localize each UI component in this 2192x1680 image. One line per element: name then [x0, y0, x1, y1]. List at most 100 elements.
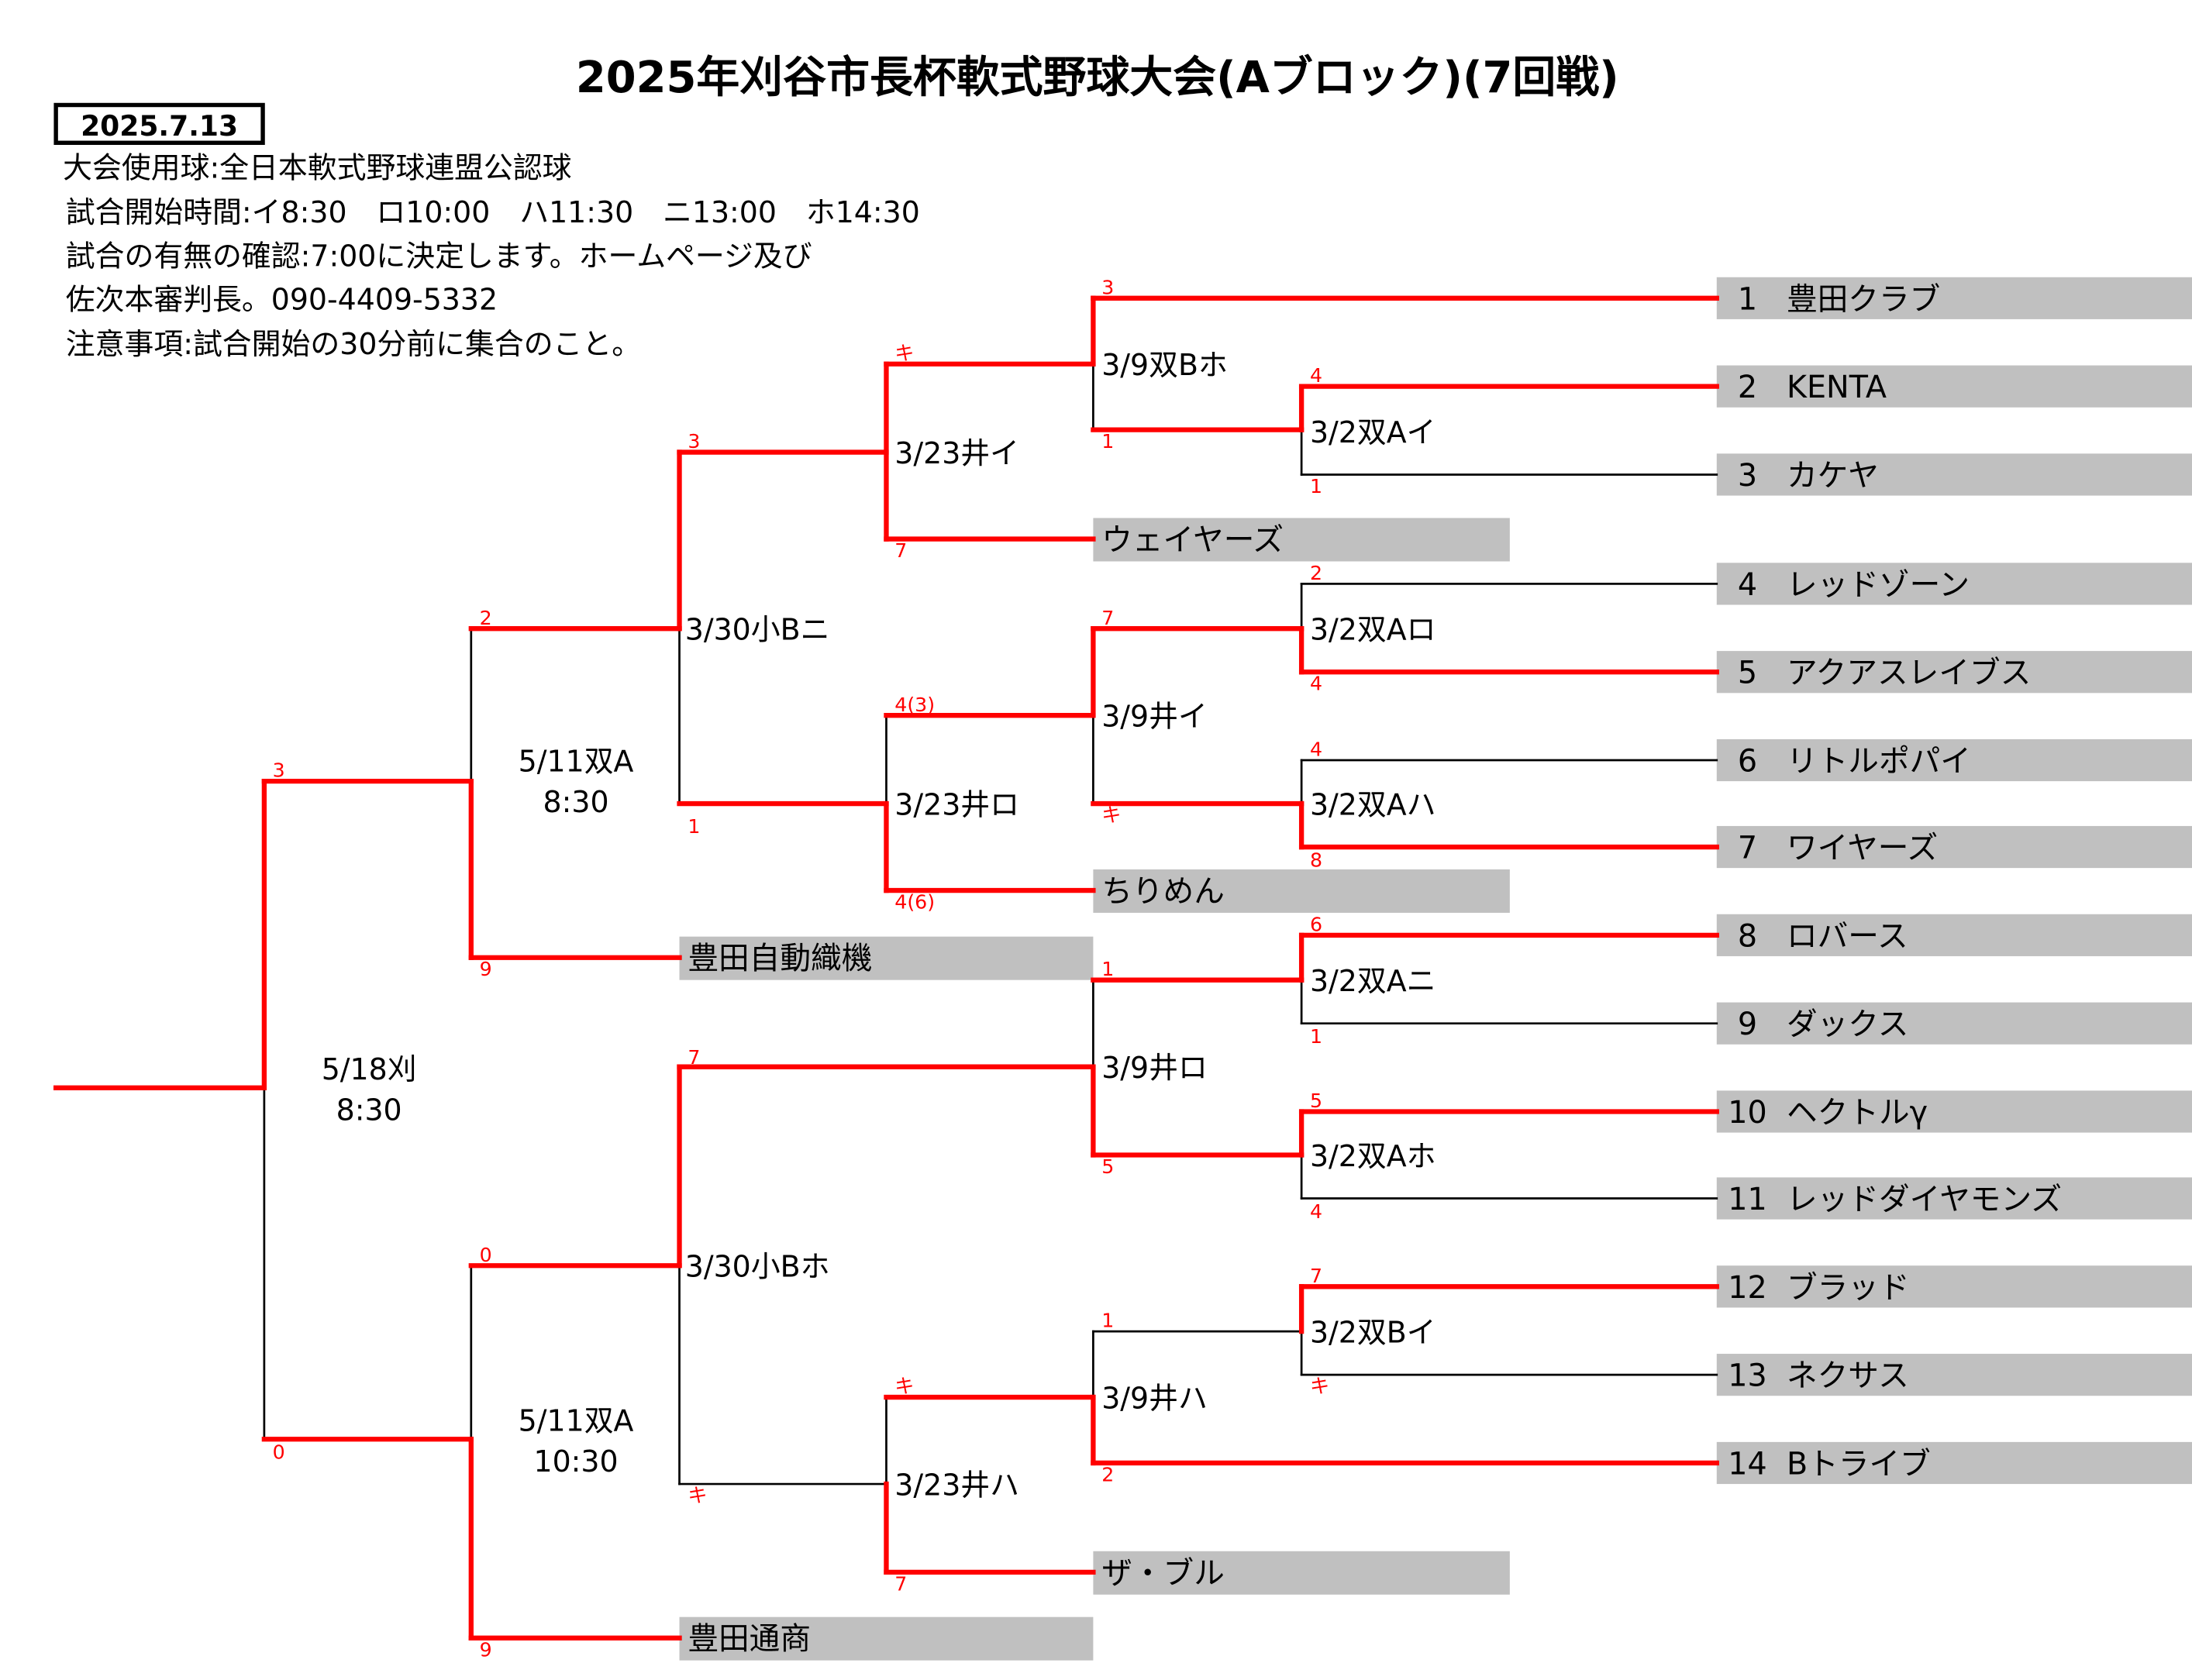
team-bar	[1716, 1002, 2192, 1045]
match-label: 5/18刈	[322, 1052, 417, 1086]
match-label: 3/9井イ	[1101, 700, 1208, 734]
match-label: 5/11双A	[519, 744, 634, 778]
team-name: レッドダイヤモンズ	[1787, 1182, 2062, 1217]
score: キ	[1101, 804, 1121, 826]
team-seed: 9	[1738, 1007, 1757, 1042]
team-bar	[1716, 1090, 2192, 1133]
score: 3	[688, 430, 700, 453]
seeded-team-name: ちりめん	[1101, 873, 1225, 909]
team-seed: 8	[1738, 918, 1757, 954]
score: 5	[1101, 1155, 1114, 1178]
date-box	[53, 102, 265, 145]
team-seed: 3	[1738, 458, 1757, 494]
score: 1	[1310, 475, 1322, 497]
team-bar	[1716, 651, 2192, 694]
bracket-lines	[53, 295, 1719, 1640]
team-name: ダックス	[1787, 1007, 1908, 1042]
match-label: 3/30小Bニ	[685, 613, 830, 647]
note-contact: 佐次本審判長。090-4409-5332	[66, 282, 498, 316]
score: 4	[1310, 364, 1322, 387]
seeded-team-bar	[1093, 518, 1510, 562]
match-time: 8:30	[336, 1093, 402, 1127]
score: 6	[1310, 913, 1322, 935]
team-name: Bトライブ	[1787, 1446, 1931, 1482]
team-seed: 6	[1738, 743, 1757, 779]
score: 1	[1101, 1310, 1114, 1332]
team-name: ヘクトルγ	[1787, 1095, 1928, 1131]
date-label: 2025.7.13	[81, 109, 238, 143]
score: 7	[894, 539, 907, 562]
match-label: 3/2双Aハ	[1310, 787, 1436, 821]
seeded-team-bar	[679, 1616, 1094, 1661]
score: キ	[894, 342, 914, 364]
team-name: 豊田クラブ	[1787, 281, 1940, 317]
score: 4	[1310, 738, 1322, 761]
seeded-team-bar	[1093, 869, 1510, 913]
score: 0	[273, 1441, 285, 1464]
score: 3	[1101, 276, 1114, 298]
note-ball: 大会使用球:全日本軟式野球連盟公認球	[63, 150, 571, 184]
match-label: 3/2双Aロ	[1310, 613, 1436, 647]
seeded-team-name: ザ・ブル	[1101, 1555, 1225, 1591]
score: 7	[1101, 607, 1114, 629]
score: 4(6)	[894, 891, 935, 914]
team-seed: 13	[1728, 1358, 1766, 1394]
team-name: ネクサス	[1787, 1358, 1909, 1394]
team-name: ブラッド	[1787, 1270, 1910, 1306]
match-label: 3/2双Bイ	[1310, 1316, 1436, 1350]
score: 2	[1101, 1463, 1114, 1485]
note-caution: 注意事項:試合開始の30分前に集合のこと。	[66, 327, 641, 361]
team-seed: 12	[1728, 1270, 1766, 1306]
team-bar	[1716, 1265, 2192, 1308]
team-seed: 14	[1728, 1446, 1766, 1482]
match-label: 3/30小Bホ	[685, 1250, 830, 1284]
team-name: レッドゾーン	[1787, 567, 1970, 603]
score: 9	[480, 958, 492, 980]
match-labels: 3/2双Aイ 3/2双Aロ 3/2双Aハ 3/2双Aニ 3/2双Aホ 3/2双B…	[322, 348, 1436, 1502]
score: 7	[688, 1046, 700, 1069]
score: 2	[1310, 562, 1322, 584]
team-name: アクアスレイブス	[1787, 656, 2031, 691]
team-bar	[1716, 914, 2192, 956]
score: 1	[688, 815, 700, 838]
match-label: 3/9井ロ	[1101, 1051, 1208, 1085]
match-label: 3/2双Aニ	[1310, 964, 1436, 998]
score: 5	[1310, 1090, 1322, 1112]
score: 4(3)	[894, 694, 935, 716]
seeded-team-bar	[1093, 1551, 1510, 1595]
scores: 4 1 2 4 4 8 6 1 5 4 7 キ 3 1 7 キ 1 5 1 2 …	[273, 276, 1330, 1661]
seeded-team-bar	[679, 936, 1094, 980]
team-name: KENTA	[1787, 370, 1887, 405]
score: 9	[480, 1638, 492, 1661]
match-label: 3/9井ハ	[1101, 1381, 1208, 1415]
team-name: ワイヤーズ	[1787, 830, 1938, 866]
team-seed: 11	[1728, 1182, 1766, 1217]
score: 4	[1310, 673, 1322, 695]
score: 4	[1310, 1200, 1322, 1223]
team-bar	[1716, 825, 2192, 869]
match-label: 3/2双Aホ	[1310, 1139, 1436, 1173]
team-name: リトルポパイ	[1787, 743, 1971, 779]
team-seed: 5	[1738, 656, 1757, 691]
team-name: カケヤ	[1787, 458, 1879, 494]
score: 8	[1310, 849, 1322, 871]
match-label: 3/23井ロ	[894, 787, 1019, 821]
score: 3	[273, 759, 285, 782]
match-time: 10:30	[534, 1444, 619, 1479]
score: 1	[1101, 430, 1114, 453]
match-label: 3/2双Aイ	[1310, 415, 1436, 449]
team-seed: 4	[1738, 567, 1757, 603]
score: 0	[480, 1244, 492, 1266]
page-title: 2025年刈谷市長杯軟式野球大会(Aブロック)(7回戦)	[576, 53, 1619, 103]
team-seed: 1	[1738, 281, 1757, 317]
team-seed: 10	[1728, 1095, 1766, 1131]
match-time: 8:30	[543, 785, 609, 819]
team-bar	[1716, 738, 2192, 782]
score: 1	[1101, 958, 1114, 980]
match-label: 5/11双A	[519, 1403, 634, 1437]
team-seed: 7	[1738, 830, 1757, 866]
team-bar	[1716, 1441, 2192, 1485]
score: キ	[688, 1485, 707, 1507]
team-boxes	[53, 102, 2192, 1661]
